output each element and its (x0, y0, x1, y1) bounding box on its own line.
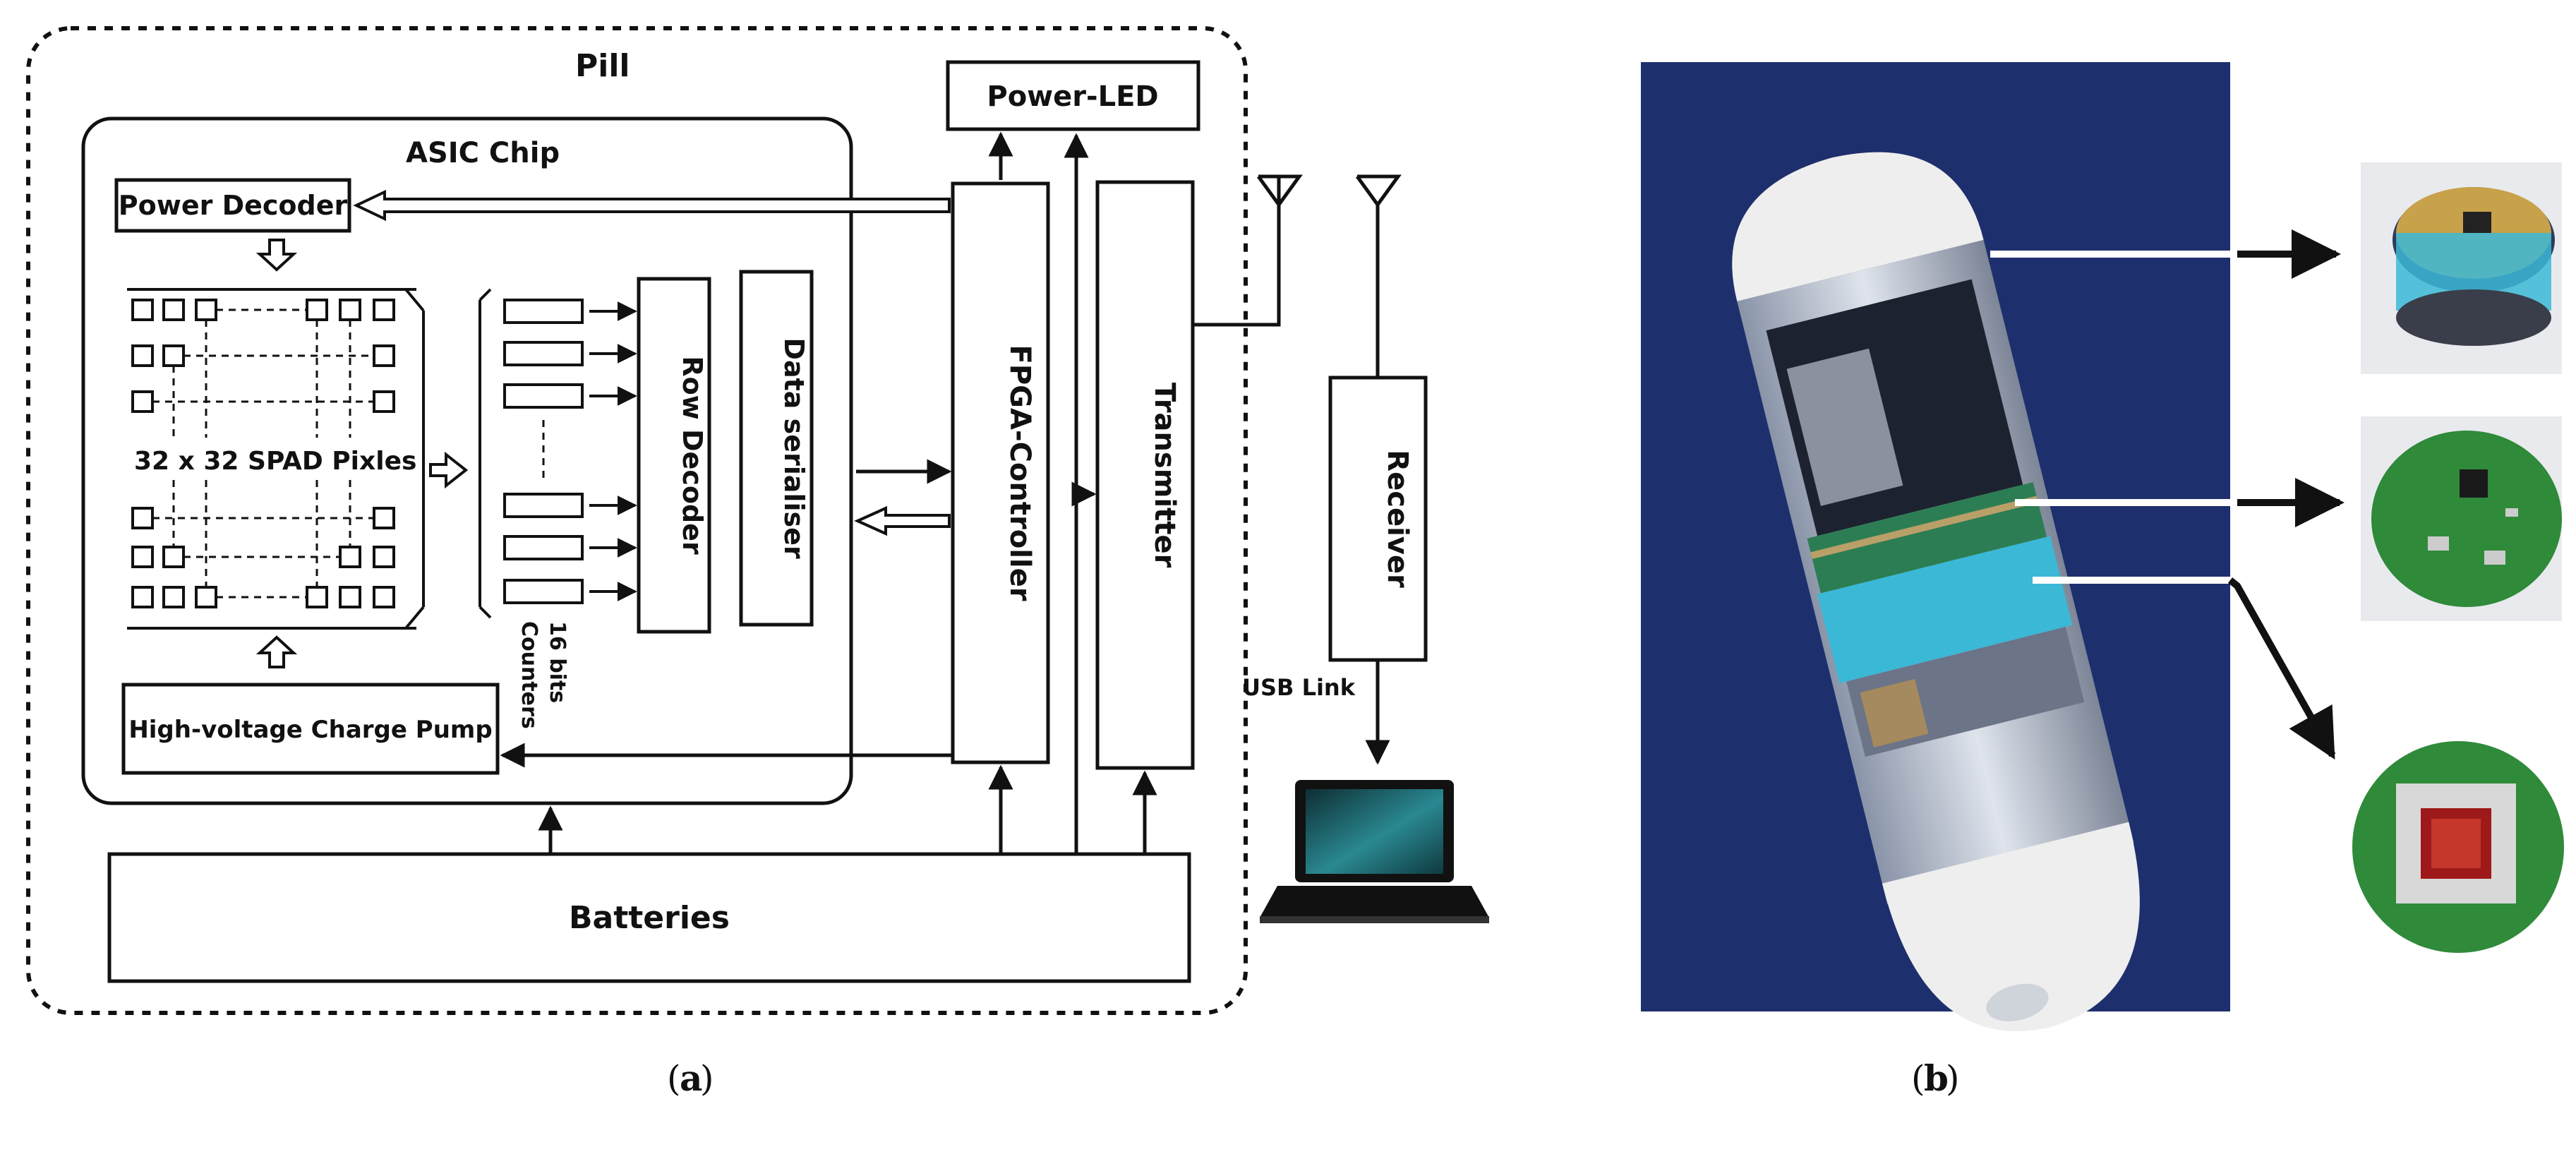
caption-a-close: ) (700, 1058, 714, 1099)
power-led-label: Power-LED (987, 80, 1158, 113)
fpga-controller-label: FPGA-Controller (1004, 345, 1036, 601)
laptop-icon (1260, 780, 1489, 923)
pill-label: Pill (575, 48, 630, 84)
asic-chip-label: ASIC Chip (406, 137, 560, 169)
caption-b-close: ) (1946, 1058, 1960, 1099)
charge-pump-box (121, 683, 500, 775)
charge-pump-label: High-voltage Charge Pump (128, 716, 492, 744)
asic-chip-box (81, 116, 853, 805)
row-decoder-box (637, 277, 711, 634)
spad-pixel-grid (127, 288, 425, 630)
caption-a-letter: a (680, 1057, 702, 1099)
signal-lines (500, 131, 1402, 854)
capsule-image (1732, 152, 2140, 1031)
batteries-box (107, 852, 1191, 983)
board-image-3 (2352, 741, 2564, 953)
counters-label: Counters (517, 621, 541, 729)
panel-b-photo (1641, 62, 2564, 1031)
caption-a: ( a ) (667, 1057, 714, 1099)
batteries-label: Batteries (569, 900, 730, 936)
transmitter-label: Transmitter (1148, 383, 1181, 568)
caption-b-open: ( (1911, 1058, 1925, 1099)
data-serialiser-box (739, 270, 814, 627)
transmitter-box (1095, 180, 1195, 770)
spad-pixels-label: 32 x 32 SPAD Pixles (134, 447, 416, 476)
caption-b: ( b ) (1911, 1057, 1960, 1099)
board-image-2 (2361, 416, 2562, 621)
power-decoder-box (114, 178, 351, 233)
counters-label-bits: 16 bits (545, 621, 570, 703)
hollow-arrows (255, 189, 951, 668)
power-led-box (946, 60, 1200, 131)
panel-a-diagram (26, 26, 1428, 1015)
usb-link-label: USB Link (1242, 674, 1356, 701)
receiver-label: Receiver (1381, 450, 1414, 588)
panel-a-labels: Pill ASIC Chip Power-LED Power Decoder 3… (119, 48, 1414, 936)
data-serialiser-label: Data serialiser (778, 337, 809, 558)
row-decoder-label: Row Decoder (677, 356, 708, 555)
power-decoder-label: Power Decoder (119, 190, 348, 221)
board-image-1 (2361, 162, 2562, 374)
caption-a-open: ( (667, 1058, 681, 1099)
caption-b-letter: b (1924, 1057, 1949, 1099)
counters-array (479, 288, 637, 619)
pill-boundary (26, 26, 1248, 1015)
fpga-controller-box (951, 181, 1050, 764)
